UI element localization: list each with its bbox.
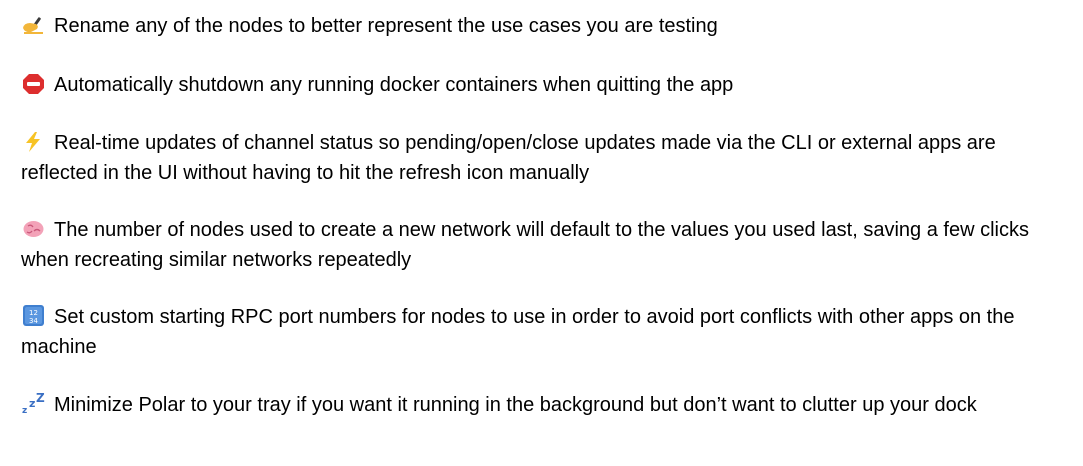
writing-hand-icon bbox=[21, 14, 46, 36]
feature-item-default-node-counts: The number of nodes used to create a new… bbox=[21, 215, 1066, 275]
feature-text: Minimize Polar to your tray if you want … bbox=[54, 394, 977, 416]
zzz-icon: z z Z bbox=[21, 393, 46, 415]
feature-item-custom-rpc-ports: 12 34 Set custom starting RPC port numbe… bbox=[21, 302, 1066, 362]
svg-text:12: 12 bbox=[29, 309, 38, 317]
feature-item-auto-shutdown: Automatically shutdown any running docke… bbox=[21, 70, 1066, 100]
stop-sign-icon bbox=[21, 73, 46, 95]
svg-text:34: 34 bbox=[29, 317, 38, 325]
svg-text:z: z bbox=[22, 406, 27, 415]
feature-text: Rename any of the nodes to better repres… bbox=[54, 15, 718, 37]
feature-item-rename-nodes: Rename any of the nodes to better repres… bbox=[21, 11, 1066, 41]
numbers-input-icon: 12 34 bbox=[21, 305, 46, 327]
feature-item-minimize-to-tray: z z Z Minimize Polar to your tray if you… bbox=[21, 390, 1066, 420]
brain-icon bbox=[21, 218, 46, 240]
feature-text: The number of nodes used to create a new… bbox=[21, 219, 1029, 271]
svg-text:z: z bbox=[29, 397, 35, 410]
lightning-icon bbox=[21, 131, 46, 153]
feature-text: Automatically shutdown any running docke… bbox=[54, 74, 734, 96]
svg-text:Z: Z bbox=[36, 393, 45, 405]
feature-item-realtime-updates: Real-time updates of channel status so p… bbox=[21, 128, 1066, 188]
feature-text: Real-time updates of channel status so p… bbox=[21, 132, 996, 184]
feature-text: Set custom starting RPC port numbers for… bbox=[21, 306, 1015, 358]
